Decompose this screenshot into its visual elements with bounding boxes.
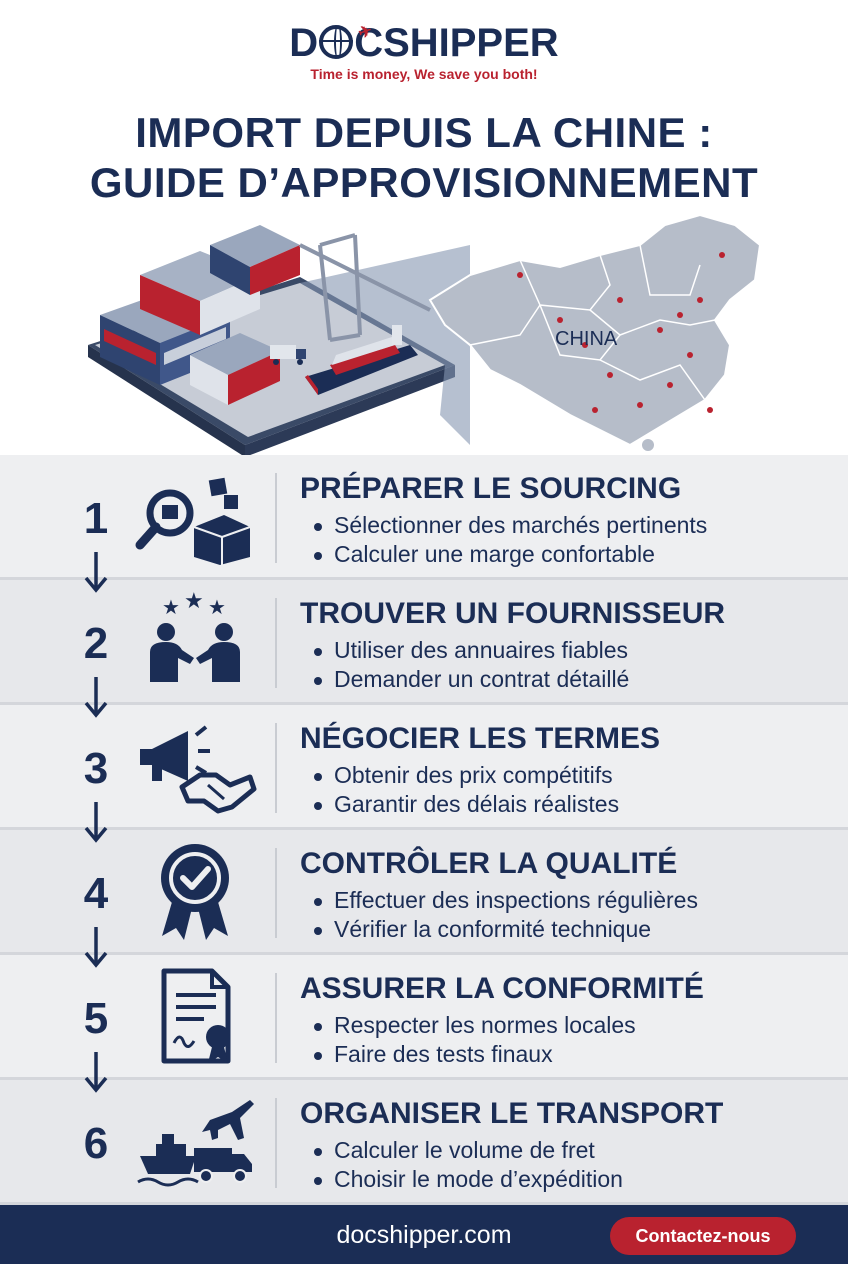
container-stack [100, 225, 300, 405]
step-1: 1 PRÉPARER LE SOURCING Sélectionner des … [0, 455, 848, 593]
logo-text-post: CSHIPPER [354, 21, 559, 65]
bullet-item: Calculer une marge confortable [310, 540, 707, 569]
step-title: NÉGOCIER LES TERMES [300, 722, 661, 755]
arrow-down-icon [84, 552, 108, 593]
svg-text:★: ★ [162, 595, 180, 619]
step-bullets: Sélectionner des marchés pertinents Calc… [310, 511, 707, 569]
step-3: 3 NÉGOCIER LES TERMES Obtenir des prix c… [0, 705, 848, 843]
logo-text-pre: D [289, 21, 319, 65]
website-link[interactable]: docshipper.com [336, 1221, 512, 1249]
bullet-item: Demander un contrat détaillé [310, 665, 629, 694]
step-5: 5 ASSURER LA CONFORMITÉ Respecter les no… [0, 955, 848, 1093]
step-number: 2 [83, 619, 109, 668]
magnifier-boxes-icon [135, 477, 251, 565]
step-number: 4 [83, 869, 109, 918]
svg-text:★: ★ [184, 590, 204, 614]
globe-icon [319, 25, 354, 59]
truck [270, 345, 306, 365]
tagline: Time is money, We save you both! [310, 66, 538, 82]
footer: docshipper.com Contactez-nous [0, 1205, 848, 1264]
arrow-down-icon [84, 802, 108, 843]
page-title: IMPORT DEPUIS LA CHINE : GUIDE D’APPROVI… [0, 108, 848, 208]
svg-text:★: ★ [208, 595, 226, 619]
bullet-item: Respecter les normes locales [310, 1011, 636, 1040]
step-number: 5 [83, 994, 109, 1043]
megaphone-handshake-icon [140, 725, 257, 814]
step-number: 3 [83, 744, 109, 793]
divider [275, 848, 277, 938]
step-bullets: Utiliser des annuaires fiables Demander … [310, 636, 629, 694]
bullet-item: Effectuer des inspections régulières [310, 886, 698, 915]
arrow-down-icon [84, 927, 108, 968]
cargo-ship [305, 325, 418, 395]
step-bullets: Respecter les normes locales Faire des t… [310, 1011, 636, 1069]
ship-truck-plane-icon [137, 1100, 254, 1187]
step-bullets: Calculer le volume de fret Choisir le mo… [310, 1136, 623, 1194]
bullet-item: Calculer le volume de fret [310, 1136, 623, 1165]
divider [275, 973, 277, 1063]
hero-illustration: CHINA [0, 205, 848, 457]
bullet-item: Garantir des délais réalistes [310, 790, 619, 819]
title-line-1: IMPORT DEPUIS LA CHINE : [135, 109, 713, 156]
step-4: 4 CONTRÔLER LA QUALITÉ Effectuer des ins… [0, 830, 848, 968]
bullet-item: Utiliser des annuaires fiables [310, 636, 629, 665]
arrow-down-icon [84, 677, 108, 718]
certificate-document-icon [161, 968, 231, 1064]
port-crane [299, 233, 431, 342]
divider [275, 723, 277, 813]
divider [275, 473, 277, 563]
step-title: ORGANISER LE TRANSPORT [300, 1097, 724, 1130]
step-bullets: Obtenir des prix compétitifs Garantir de… [310, 761, 619, 819]
map-label: CHINA [555, 328, 618, 350]
divider [275, 1098, 277, 1188]
step-bullets: Effectuer des inspections régulières Vér… [310, 886, 698, 944]
bullet-item: Obtenir des prix compétitifs [310, 761, 619, 790]
step-6: 6 ORGANISER LE TRANSPORT Calculer le vol… [0, 1080, 848, 1205]
step-title: ASSURER LA CONFORMITÉ [300, 972, 704, 1005]
china-map: CHINA [428, 213, 762, 456]
step-title: PRÉPARER LE SOURCING [300, 472, 682, 505]
arrow-down-icon [84, 1052, 108, 1093]
bullet-item: Choisir le mode d’expédition [310, 1165, 623, 1194]
divider [275, 598, 277, 688]
step-title: CONTRÔLER LA QUALITÉ [300, 847, 678, 880]
step-title: TROUVER UN FOURNISSEUR [300, 597, 726, 630]
title-line-2: GUIDE D’APPROVISIONNEMENT [89, 159, 759, 206]
bullet-item: Vérifier la conformité technique [310, 915, 698, 944]
steps-list: 1 PRÉPARER LE SOURCING Sélectionner des … [0, 455, 848, 1205]
handshake-people-stars-icon: ★ ★ ★ [150, 590, 240, 682]
quality-badge-icon [161, 844, 229, 940]
bullet-item: Sélectionner des marchés pertinents [310, 511, 707, 540]
step-number: 6 [83, 1119, 109, 1168]
bullet-item: Faire des tests finaux [310, 1040, 636, 1069]
port-and-map-illustration: CHINA [88, 213, 762, 457]
contact-button[interactable]: Contactez-nous [610, 1217, 796, 1255]
step-2: 2 ★ ★ ★ TROUVER UN FOURNISSEUR Utiliser … [0, 580, 848, 718]
step-number: 1 [83, 494, 109, 543]
